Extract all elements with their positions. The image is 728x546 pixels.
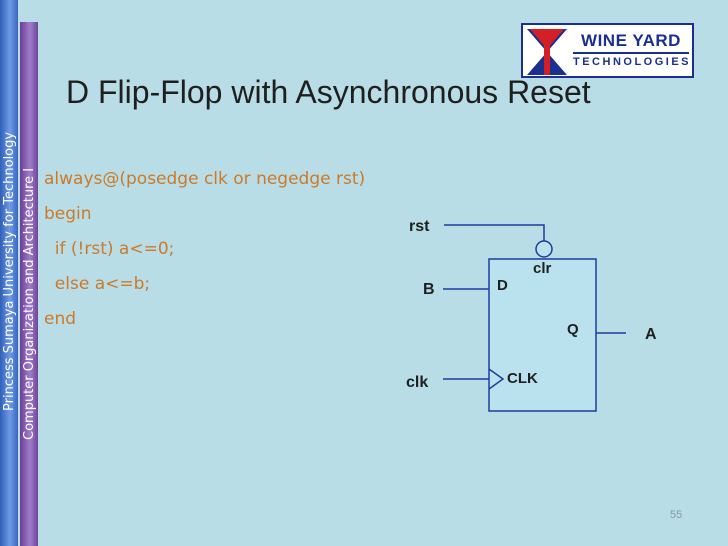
rst-wire	[444, 224, 545, 241]
b-label: B	[423, 281, 435, 298]
sidebar-purple-bar: Computer Organization and Architecture I	[20, 22, 38, 546]
q-pin-label: Q	[567, 321, 579, 338]
clk-pin-label: CLK	[507, 370, 538, 387]
logo-emblem-icon	[527, 29, 567, 75]
a-label: A	[645, 326, 657, 343]
flip-flop-box	[488, 258, 597, 412]
logo-brand-subtitle: TECHNOLOGIES	[573, 56, 692, 68]
clk-label: clk	[406, 374, 428, 391]
code-line: end	[44, 309, 77, 329]
rst-label: rst	[409, 218, 430, 235]
d-pin-label: D	[497, 277, 508, 294]
slide-title: D Flip-Flop with Asynchronous Reset	[66, 74, 591, 110]
code-line: begin	[44, 204, 92, 224]
logo-brand-name: WINE YARD	[573, 30, 689, 54]
clock-edge-icon	[488, 368, 505, 390]
verilog-code-block: always@(posedge clk or negedge rst) begi…	[44, 167, 365, 342]
code-line: if (!rst) a<=0;	[44, 239, 175, 259]
sidebar-blue-bar: Princess Sumaya University for Technolog…	[0, 0, 18, 546]
code-line: always@(posedge clk or negedge rst)	[44, 169, 366, 189]
page-number: 55	[670, 509, 683, 521]
wine-yard-logo: WINE YARD TECHNOLOGIES	[521, 23, 694, 78]
code-line: else a<=b;	[44, 274, 151, 294]
clr-pin-label: clr	[533, 260, 552, 277]
clear-bubble-icon	[535, 240, 553, 258]
